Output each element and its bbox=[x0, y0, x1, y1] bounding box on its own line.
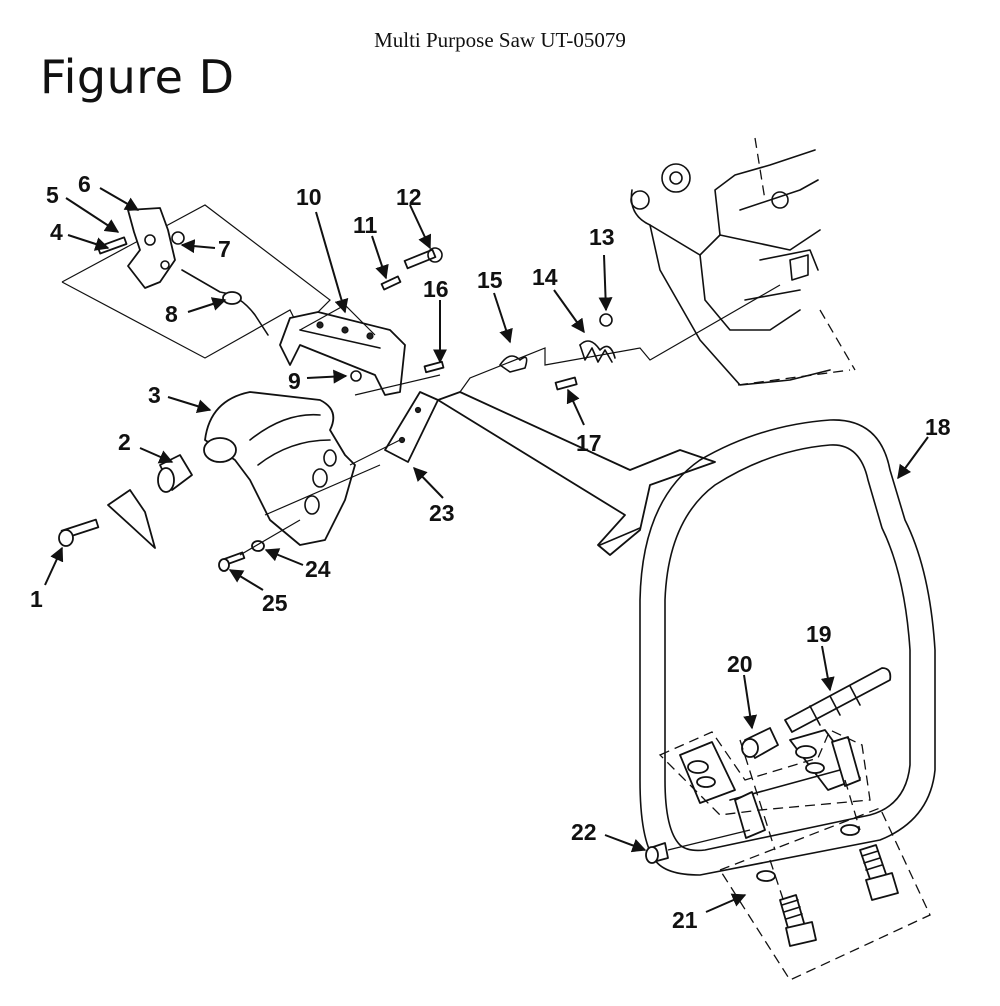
callout-8: 8 bbox=[165, 301, 178, 327]
callout-12: 12 bbox=[396, 184, 422, 210]
clamp-assembly bbox=[645, 729, 899, 947]
figure-label: Figure D bbox=[40, 50, 235, 104]
callout-3: 3 bbox=[148, 382, 161, 408]
callout-labels: 1 2 3 4 5 6 7 8 9 10 11 12 13 14 15 16 1… bbox=[30, 171, 951, 933]
callout-24: 24 bbox=[305, 556, 331, 582]
callout-1: 1 bbox=[30, 586, 43, 612]
rear-handle bbox=[203, 391, 356, 546]
callout-11: 11 bbox=[353, 212, 378, 238]
handle-bar-arm bbox=[437, 391, 716, 556]
callout-17: 17 bbox=[576, 430, 602, 456]
washer-and-screw bbox=[218, 519, 301, 572]
document-title: Multi Purpose Saw UT-05079 bbox=[374, 28, 626, 52]
dashed-detail-boxes bbox=[658, 729, 931, 981]
callout-13: 13 bbox=[589, 224, 615, 250]
callout-2: 2 bbox=[118, 429, 131, 455]
handle-top-cover bbox=[279, 311, 406, 396]
callout-14: 14 bbox=[532, 264, 558, 290]
callout-16: 16 bbox=[423, 276, 449, 302]
callout-15: 15 bbox=[477, 267, 503, 293]
callout-18: 18 bbox=[925, 414, 951, 440]
callout-7: 7 bbox=[218, 236, 231, 262]
callout-9: 9 bbox=[288, 368, 301, 394]
bolt-and-nut bbox=[741, 667, 892, 759]
callout-21: 21 bbox=[672, 907, 698, 933]
trigger-assembly bbox=[96, 207, 269, 336]
callout-23: 23 bbox=[429, 500, 455, 526]
callout-6: 6 bbox=[78, 171, 91, 197]
callout-leaders bbox=[44, 187, 929, 913]
callout-25: 25 bbox=[262, 590, 288, 616]
springs-and-hardware bbox=[350, 247, 616, 391]
callout-22: 22 bbox=[571, 819, 597, 845]
callout-5: 5 bbox=[46, 182, 59, 208]
front-guard-handle bbox=[639, 419, 936, 876]
callout-20: 20 bbox=[727, 651, 753, 677]
callout-4: 4 bbox=[50, 219, 63, 245]
engine-housing bbox=[630, 137, 856, 386]
callout-19: 19 bbox=[806, 621, 832, 647]
callout-10: 10 bbox=[296, 184, 322, 210]
grip-and-fasteners bbox=[58, 454, 193, 549]
bracket-plate bbox=[384, 391, 439, 463]
